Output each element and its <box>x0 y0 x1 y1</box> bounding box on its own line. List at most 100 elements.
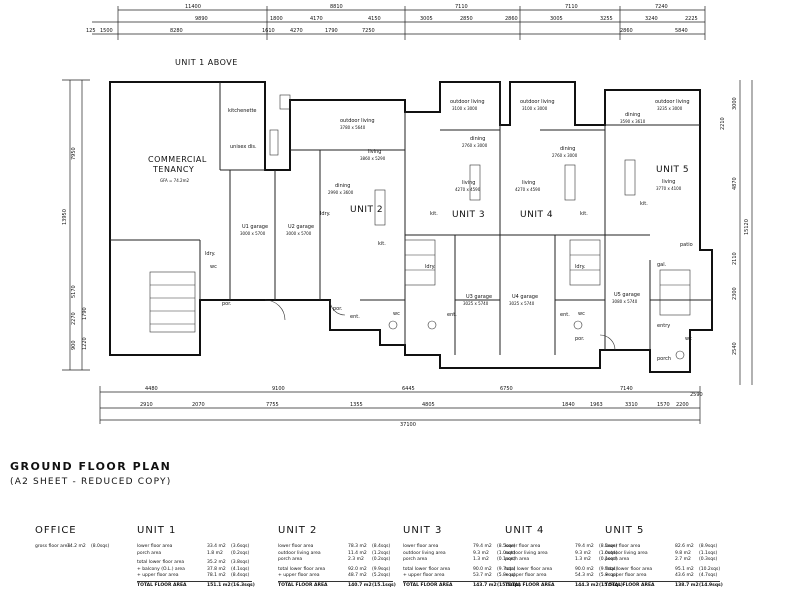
top-dim-r2-7: 2860 <box>505 16 518 22</box>
left-dim-4: 2270 <box>71 312 77 325</box>
unit4-label: UNIT 4 <box>520 210 553 220</box>
bottom-dimension-texts: 4480 9100 6445 6750 7140 2910 2070 7755 … <box>140 386 703 428</box>
room-living-5-dim: 3770 x 4100 <box>656 186 682 191</box>
schedule-unit-heading: UNIT 5 <box>605 525 645 536</box>
schedule-cell: 90.0 m2 <box>575 566 594 572</box>
schedule-cell: (5.8sqs) <box>599 573 618 578</box>
room-unisex-dis: unisex dis. <box>230 144 257 150</box>
fixtures <box>149 94 691 360</box>
schedule-cell: + upper floor area <box>505 573 547 578</box>
schedule-cell: TOTAL FLOOR AREA <box>403 582 453 588</box>
top-dim-5: 7240 <box>655 4 668 10</box>
top-dim-r3-1: 125 <box>86 28 96 34</box>
top-dim-4: 7110 <box>565 4 578 10</box>
schedule-cell: 79.4 m2 <box>575 544 594 549</box>
schedule-cell: 1.3 m2 <box>473 557 489 562</box>
schedule-cell: lower floor area <box>605 544 641 549</box>
commercial-label-line2: TENANCY <box>152 165 194 174</box>
room-u4-garage-dim: 3025 x 5740 <box>509 301 535 306</box>
top-dim-r3-5: 4270 <box>290 28 303 34</box>
schedule-cell: 11.4 m2 <box>348 550 367 556</box>
schedule-cell: TOTAL FLOOR AREA <box>137 582 187 588</box>
schedule-cell: porch area <box>605 557 630 562</box>
schedule-cell: 1.8 m2 <box>207 550 223 556</box>
schedule-cell: (0.1sqs) <box>599 557 618 562</box>
right-dim-5: 2110 <box>732 252 738 265</box>
top-dim-r3-2: 1500 <box>100 28 113 34</box>
schedule-unit-heading: UNIT 1 <box>137 525 177 536</box>
schedule-cell: + upper floor area <box>605 573 647 578</box>
schedule-rule <box>278 580 393 582</box>
room-living-4: living <box>522 180 535 186</box>
schedule-cell: total lower floor area <box>278 566 326 572</box>
schedule-cell: lower floor area <box>137 544 173 549</box>
schedule-cell: (9.7sqs) <box>497 566 516 572</box>
room-ldry-4: ldry. <box>575 264 586 270</box>
bottom-dim-5: 7140 <box>620 386 633 392</box>
top-dim-3: 7110 <box>455 4 468 10</box>
drawing-title-block: GROUND FLOOR PLAN (A2 SHEET - REDUCED CO… <box>10 460 171 487</box>
schedule-cell: TOTAL FLOOR AREA <box>505 582 555 588</box>
schedule-cell: 78.3 m2 <box>348 544 367 549</box>
room-u1-garage-dim: 3000 x 5700 <box>240 231 266 236</box>
top-dim-r2-11: 2225 <box>685 16 698 22</box>
room-kit-3: kit. <box>430 211 438 217</box>
top-dim-r2-2: 1800 <box>270 16 283 22</box>
schedule-cell: 9.3 m2 <box>575 550 591 556</box>
bottom-dim-4: 6750 <box>500 386 513 392</box>
schedule-cell: (15.1sqs) <box>372 582 396 588</box>
room-dining-4-dim: 2760 x 3000 <box>552 153 578 158</box>
room-u5-garage-dim: 3080 x 5740 <box>612 299 638 304</box>
room-dining-3: dining <box>470 136 485 142</box>
schedule-cell: total lower floor area <box>505 566 553 572</box>
bottom-dim-r2-2: 2070 <box>192 402 205 408</box>
schedule-cell: 143.7 m2 <box>473 582 497 588</box>
schedule-cell: 9.3 m2 <box>473 550 489 556</box>
schedule-cell: outdoor living area <box>403 550 446 556</box>
schedule-cell: (8.4sqs) <box>231 573 250 578</box>
right-dim-1: 3000 <box>732 97 738 110</box>
top-dim-r3-3: 8280 <box>170 28 183 34</box>
bottom-dim-r2-4: 1355 <box>350 402 363 408</box>
schedule-cell: (4.1sqs) <box>231 566 250 572</box>
bottom-dim-r2-5: 4805 <box>422 402 435 408</box>
room-dining-4: dining <box>560 146 575 152</box>
schedule-cell: (14.9sqs) <box>699 582 723 588</box>
room-dining-2-dim: 2990 x 3600 <box>328 190 354 195</box>
room-u3-garage-dim: 3025 x 5740 <box>463 301 489 306</box>
floor-plan-drawing: 11400 8810 7110 7110 7240 9890 1800 4170… <box>62 4 753 428</box>
schedule-cell: (0.2sqs) <box>231 550 250 556</box>
schedule-rule <box>403 580 518 582</box>
schedule-cell: (1.1sqs) <box>699 550 718 556</box>
room-outdoor-living-2: outdoor living <box>340 118 375 124</box>
schedule-cell: porch area <box>403 557 428 562</box>
room-ent-4: ent. <box>560 312 570 318</box>
right-dim-2: 2210 <box>720 117 726 130</box>
room-patio: patio <box>680 242 693 248</box>
room-ldry-1: ldry. <box>205 251 216 257</box>
right-dim-3: 4870 <box>732 177 738 190</box>
schedule-cell: (1.0sqs) <box>599 550 618 556</box>
room-por-1: por. <box>222 301 232 307</box>
schedule-cell: 74.2 m2 <box>67 544 86 549</box>
schedule-unit-heading: UNIT 4 <box>505 525 545 536</box>
top-dim-r3-8: 2860 <box>620 28 633 34</box>
room-wc-3: wc <box>393 311 400 317</box>
schedule-cell: (16.3sqs) <box>231 582 255 588</box>
room-por-2: por. <box>333 306 343 312</box>
top-dim-r3-4: 1610 <box>262 28 275 34</box>
schedule-cell: (3.6sqs) <box>231 544 250 549</box>
